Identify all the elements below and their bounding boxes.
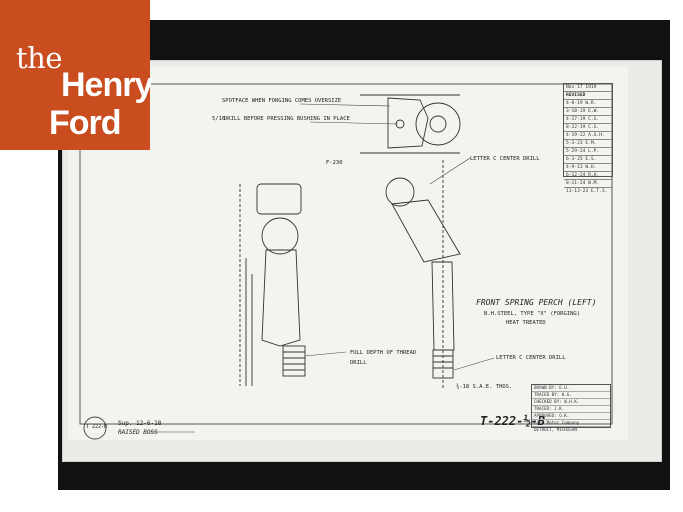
top-perch-view <box>360 94 461 154</box>
part-title: FRONT SPRING PERCH (LEFT) <box>476 298 597 307</box>
note-letter-c-top: LETTER C CENTER DRILL <box>470 156 540 162</box>
revision-entry: 6-12-24 R.H. <box>564 172 612 180</box>
leader-lines <box>299 103 495 371</box>
corner-note-2: RAISED BOSS <box>118 429 158 436</box>
note-spotface: SPOTFACE WHEN FORGING COMES OVERSIZE <box>222 98 342 104</box>
title-block-row: APPROVED: O.K. <box>532 413 610 420</box>
note-thread-spec: ¾-18 S.A.E. THDS. <box>456 384 513 390</box>
title-block-row: CHECKED BY: W.H.K. <box>532 399 610 406</box>
revision-entry: 5-3-23 E.M. <box>564 140 612 148</box>
drawing-border <box>79 83 613 425</box>
title-block: DRAWN BY: E.U. TRACED BY: H.G. CHECKED B… <box>531 384 611 432</box>
title-block-row: Ford Motor Company <box>532 420 610 427</box>
part-material: B.H.STEEL, TYPE "X" (FORGING) <box>484 311 581 317</box>
title-block-row: DETROIT, MICHIGAN <box>534 427 577 432</box>
note-drill-size: 5/16 <box>212 116 226 122</box>
corner-note-1: Sup. 12-6-18 <box>118 420 162 427</box>
revision-date: Nov 17 1919 <box>564 84 612 92</box>
note-drill: DRILL <box>350 360 367 366</box>
note-section-ref: F-230 <box>326 160 343 166</box>
revision-entry: 4-19-22 A.S.H. <box>564 132 612 140</box>
note-drill-before-pressing: DRILL BEFORE PRESSING BUSHING IN PLACE <box>224 116 350 122</box>
revision-block: Nov 17 1919 REVISED 4-8-19 W.R. 3-18-19 … <box>563 83 613 194</box>
left-perch-view <box>239 183 306 386</box>
title-block-row: TRACED BY: H.G. <box>532 392 610 399</box>
part-treatment: HEAT TREATED <box>506 320 546 326</box>
revision-header: REVISED <box>564 92 612 100</box>
revision-entry: 4-8-19 W.R. <box>564 100 612 108</box>
note-full-depth-thread: FULL DEPTH OF THREAD <box>350 350 417 356</box>
right-perch-view <box>385 160 461 390</box>
logo-the: the <box>16 41 63 75</box>
note-letter-c-bottom: LETTER C CENTER DRILL <box>496 355 566 361</box>
revision-entry: 11-13-23 E.T.S. <box>566 189 608 194</box>
revision-entry: 4-17-19 C.S. <box>564 116 612 124</box>
logo-ford: Ford <box>49 104 122 142</box>
revision-entry: 4-9-13 W.H. <box>564 164 612 172</box>
logo-henry: Henry <box>61 66 153 104</box>
revision-entry: 5-29-24 L.P. <box>564 148 612 156</box>
title-block-row: TRACED: J.K. <box>532 406 610 413</box>
drawing-number: T-222-½-B <box>480 414 546 428</box>
blueprint-sheet <box>68 66 628 440</box>
revision-entry: 8-11-24 W.M. <box>564 180 612 188</box>
title-block-row: DRAWN BY: E.U. <box>532 385 610 392</box>
revision-entry: 8-22-19 C.S. <box>564 124 612 132</box>
corner-stamp-circle <box>83 416 107 440</box>
revision-entry: 3-18-19 E.W. <box>564 108 612 116</box>
corner-stamp: T 222-B <box>86 424 108 430</box>
revision-entry: 6-3-25 E.S. <box>564 156 612 164</box>
henry-ford-logo: the Henry Ford <box>0 0 153 150</box>
